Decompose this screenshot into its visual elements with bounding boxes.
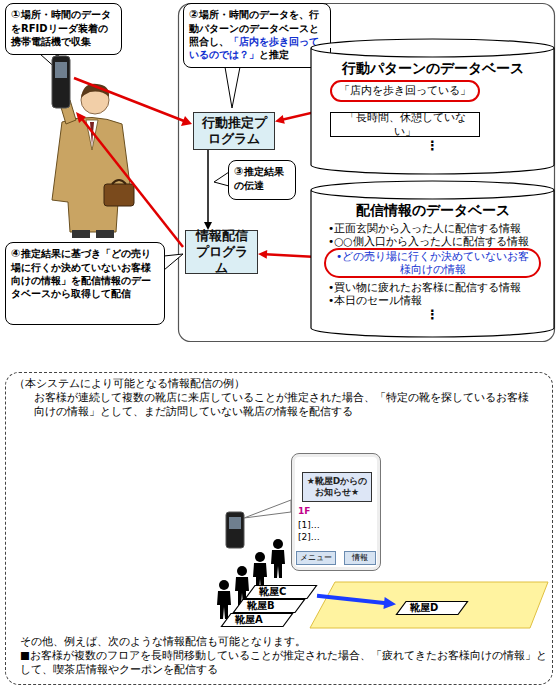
- illustration-part: [76, 112, 86, 123]
- illustration-part: [164, 254, 183, 270]
- connector-line: [317, 596, 386, 603]
- outline-path: [397, 602, 468, 615]
- node-text: 1F: [298, 506, 368, 517]
- connector-line: [207, 150, 209, 224]
- node-text: ③: [234, 165, 243, 178]
- callout-bubble: ①場所・時間のデータをRFIDリーダ装着の携帯電話機で収集: [5, 3, 122, 55]
- node-text: [1]…: [298, 520, 368, 531]
- node-text: •○○側入口から入った人に配信する情報: [328, 235, 550, 249]
- node-text: 情報配信プログラム: [190, 228, 253, 277]
- node-text: 靴屋C: [259, 587, 286, 597]
- node-text: と推定: [259, 49, 289, 60]
- illustration-part: [273, 539, 283, 549]
- shop-tile: 靴屋A: [221, 613, 293, 627]
- illustration-part: [52, 56, 70, 108]
- illustration-part: [225, 67, 240, 108]
- outline-path: [246, 586, 317, 599]
- connector-line: [265, 254, 317, 257]
- pattern-box: 「長時間、休憩していない」: [330, 112, 480, 137]
- node-text: 靴屋B: [247, 601, 275, 611]
- menu-button: メニュー: [296, 551, 336, 565]
- example-frame: （本システムにより可能となる情報配信の例）お客様が連続して複数の靴店に来店してい…: [5, 372, 553, 685]
- node-text: 行動推定プログラム: [198, 115, 270, 148]
- connector: [317, 596, 396, 609]
- database-cylinder: 配信情報のデータベース •正面玄関から入った人に配信する情報•○○側入口から入った…: [310, 180, 555, 338]
- illustration-part: [237, 566, 247, 576]
- node-text: ①: [11, 8, 20, 21]
- info-oval: •どの売り場に行くか決めていないお客様向けの情報: [324, 248, 541, 278]
- illustration-part: [255, 552, 265, 562]
- node-text: （本システムにより可能となる情報配信の例）: [14, 377, 544, 391]
- pattern-oval: 「店内を歩き回っている」: [330, 80, 480, 102]
- illustration-part: [271, 550, 285, 578]
- callout-bubble: ②場所・時間のデータを、行動パターンのデータベースと照合し、「店内を歩き回ってい…: [183, 3, 331, 68]
- illustration-part: [214, 172, 229, 186]
- node-text: •どの売り場に行くか決めていないお客様向けの情報: [332, 250, 533, 276]
- node-text: ④: [11, 247, 20, 260]
- node-text: [2]…: [298, 532, 368, 543]
- node-text: ⋮: [310, 138, 555, 153]
- illustration-part: [217, 591, 231, 619]
- illustration-part: [112, 180, 126, 184]
- illustration-part: [104, 184, 134, 206]
- illustration-part: [310, 582, 548, 628]
- illustration-part: [74, 78, 184, 121]
- illustration-part: [226, 512, 244, 548]
- node-text: メニュー: [300, 554, 332, 562]
- node-text: 靴屋A: [235, 615, 263, 625]
- node-text: その他、例えば、次のような情報配信も可能となります。: [20, 635, 545, 649]
- program-box: 情報配信プログラム: [185, 230, 258, 274]
- callout-bubble: ④推定結果に基づき「どの売り場に行くか決めていないお客様向けの情報」を配信情報の…: [5, 242, 165, 325]
- database-cylinder: 行動パターンのデータベース ⋮ 「店内を歩き回っている」「長時間、休憩していない」: [310, 38, 555, 175]
- node-text: •正面玄関から入った人に配信する情報: [328, 222, 550, 236]
- node-text: •買い物に疲れたお客様に配信する情報: [328, 281, 550, 295]
- phone-screen: 1F [1]…[2]… ★靴屋Dからのお知らせ★ メニュー 情報: [291, 453, 381, 571]
- illustration-part: [52, 117, 132, 232]
- outline-path: [234, 600, 305, 613]
- illustration-part: [229, 517, 241, 529]
- outline-path: [311, 39, 554, 174]
- node-text: ■お客様が複数のフロアを長時間移動していることが推定された場合、「疲れてきたお客…: [20, 649, 548, 676]
- node-text: 「店内を歩き回っている」: [339, 84, 471, 97]
- shop-tile: 靴屋C: [245, 585, 317, 599]
- illustration-part: [96, 230, 114, 238]
- node-text: •本日のセール情報: [328, 294, 550, 308]
- node-text: 配信情報のデータベース: [310, 202, 555, 220]
- arrow-head: [275, 115, 285, 124]
- node-text: 情報: [352, 554, 368, 562]
- cylinder-outline: [310, 38, 555, 175]
- arrow-head: [383, 597, 396, 609]
- arrow-head: [258, 250, 267, 259]
- illustration-part: [219, 580, 229, 590]
- node-text: 推定結果に基づき「どの売り場に行くか決めていないお客様向けの情報」を配信情報のデ…: [11, 248, 151, 299]
- illustration-part: [72, 230, 90, 238]
- connector: [204, 150, 212, 230]
- node-text: 靴屋D: [410, 603, 438, 613]
- illustration-part: [179, 4, 555, 342]
- node-text: ⋮: [310, 307, 555, 322]
- node-text: ②: [189, 8, 198, 21]
- menu-button: 情報: [344, 551, 376, 565]
- outline-path: [311, 181, 554, 337]
- node-text: ★靴屋Dからのお知らせ★: [305, 476, 369, 498]
- node-text: 場所・時間のデータをRFIDリーダ装着の携帯電話機で収集: [11, 9, 111, 47]
- node-text: 行動パターンのデータベース: [310, 60, 555, 78]
- shop-tile: 靴屋D: [396, 601, 468, 615]
- node-text: お客様が連続して複数の靴店に来店していることが推定された場合、「特定の靴を探して…: [34, 391, 539, 418]
- node-text: 「長時間、休憩していない」: [335, 111, 475, 139]
- illustration-part: [244, 500, 291, 518]
- illustration-part: [82, 119, 183, 247]
- program-box: 行動推定プログラム: [193, 112, 275, 150]
- shop-tile: 靴屋B: [233, 599, 305, 613]
- outline-path: [222, 614, 293, 627]
- illustration-part: [55, 62, 67, 78]
- notice-box: ★靴屋Dからのお知らせ★: [302, 472, 372, 502]
- illustration-part: [181, 116, 192, 126]
- callout-bubble: ③推定結果の伝達: [228, 160, 296, 200]
